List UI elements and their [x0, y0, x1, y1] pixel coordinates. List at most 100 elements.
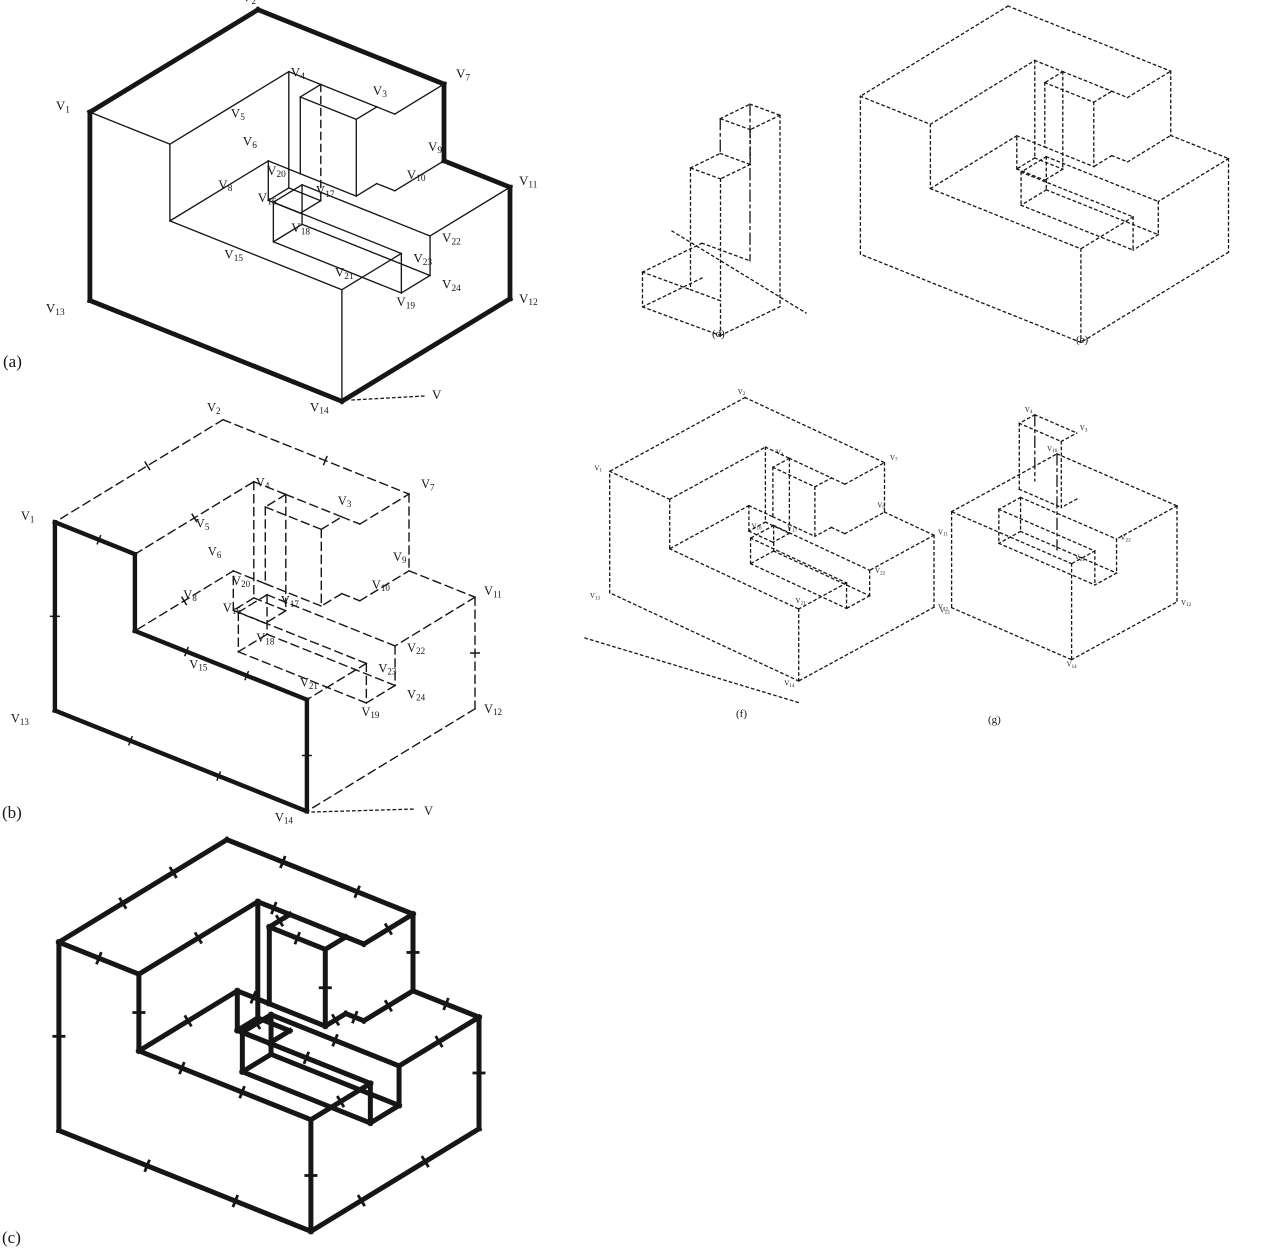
edge — [772, 524, 871, 572]
vertex-label: V2 — [738, 388, 746, 397]
vertex-label: V18 — [291, 220, 310, 237]
vertex-label: V12 — [938, 603, 949, 612]
vertex-label: V7 — [890, 454, 898, 463]
edge — [375, 105, 396, 115]
edge — [264, 506, 323, 531]
edge — [1018, 488, 1063, 509]
edge — [1015, 168, 1046, 181]
edge — [267, 1051, 403, 1109]
edge — [1043, 70, 1064, 84]
vertex-label: V24 — [442, 276, 461, 293]
tick-mark — [244, 670, 250, 681]
edge — [1020, 155, 1048, 173]
vertex-label: V24 — [407, 687, 426, 702]
vertex-label: V12 — [484, 702, 502, 717]
edge — [223, 836, 417, 918]
edge — [719, 152, 752, 166]
edge — [1018, 413, 1036, 425]
vertex-label: V7 — [456, 66, 470, 83]
edge — [1018, 422, 1063, 443]
edge — [830, 526, 846, 535]
edge — [641, 271, 692, 291]
edge — [311, 808, 417, 813]
edge — [1060, 432, 1078, 443]
vertex-label: V10 — [372, 578, 391, 593]
edge — [286, 911, 350, 941]
edge — [135, 1047, 315, 1123]
tick-mark — [293, 931, 302, 945]
edge — [266, 633, 396, 687]
edge — [1056, 453, 1178, 507]
vertex-label: V1 — [56, 98, 70, 115]
vertex-label: V14 — [275, 810, 294, 825]
edge — [1007, 5, 1172, 72]
edge — [772, 457, 791, 469]
caption-a: (a) — [3, 352, 22, 371]
edge — [301, 223, 431, 277]
edge — [53, 418, 224, 524]
edge — [272, 183, 303, 204]
vertex-label: V12 — [519, 291, 538, 308]
tick-mark — [336, 1095, 346, 1108]
vertex-label: V1 — [21, 509, 35, 524]
figure-e — [671, 5, 1230, 344]
vertex-label: V5 — [231, 106, 245, 123]
edge — [689, 167, 722, 180]
vertex-label: V8 — [218, 177, 232, 194]
vertex-label: V23 — [378, 661, 397, 676]
vertex-label: V9 — [428, 139, 442, 156]
edge — [351, 395, 425, 401]
edge — [844, 511, 886, 535]
edge — [272, 201, 403, 255]
edge — [1019, 496, 1118, 540]
vertex-label: V3 — [373, 83, 387, 100]
vertex-label: V17 — [316, 183, 335, 200]
edge — [238, 1050, 275, 1076]
edge — [375, 182, 396, 192]
edge — [584, 637, 801, 704]
vertex-label: V21 — [300, 676, 318, 691]
edge — [252, 597, 287, 612]
vertex-label: V14 — [310, 399, 329, 416]
edge — [266, 593, 396, 647]
vertex-label: V20 — [267, 163, 286, 180]
vertex-label: V16 — [751, 522, 762, 531]
vertex-label: V4 — [776, 449, 784, 458]
edge — [393, 159, 445, 192]
edge — [749, 550, 775, 565]
edge — [284, 493, 343, 518]
edge — [340, 515, 361, 525]
tick-mark — [144, 461, 151, 471]
edge — [1080, 216, 1134, 250]
vertex-label: V4 — [1025, 406, 1033, 415]
edge — [845, 594, 871, 610]
edge — [997, 496, 1022, 511]
tick-mark — [252, 1017, 262, 1030]
edge — [641, 306, 722, 337]
tick-mark — [383, 922, 393, 936]
edge — [1043, 146, 1095, 168]
edge — [997, 508, 1096, 552]
edge — [254, 6, 448, 88]
vertex-label: V16 — [258, 190, 277, 207]
vertex-label: V21 — [1075, 554, 1086, 563]
vertex-label: V13 — [11, 712, 30, 727]
edge — [1169, 134, 1230, 160]
edge — [844, 461, 886, 486]
edge — [264, 493, 287, 508]
edge — [299, 199, 322, 215]
edge — [1110, 90, 1129, 99]
vertex-label: V19 — [396, 294, 415, 311]
edge — [168, 70, 290, 146]
tick-mark — [331, 1033, 339, 1047]
edge — [749, 537, 848, 584]
edge — [358, 493, 410, 526]
edge — [355, 182, 378, 198]
edge — [305, 707, 476, 813]
vertex-label: V4 — [256, 475, 270, 490]
edge — [719, 117, 752, 131]
tick-mark — [351, 1010, 359, 1024]
tick-mark — [183, 1014, 193, 1028]
